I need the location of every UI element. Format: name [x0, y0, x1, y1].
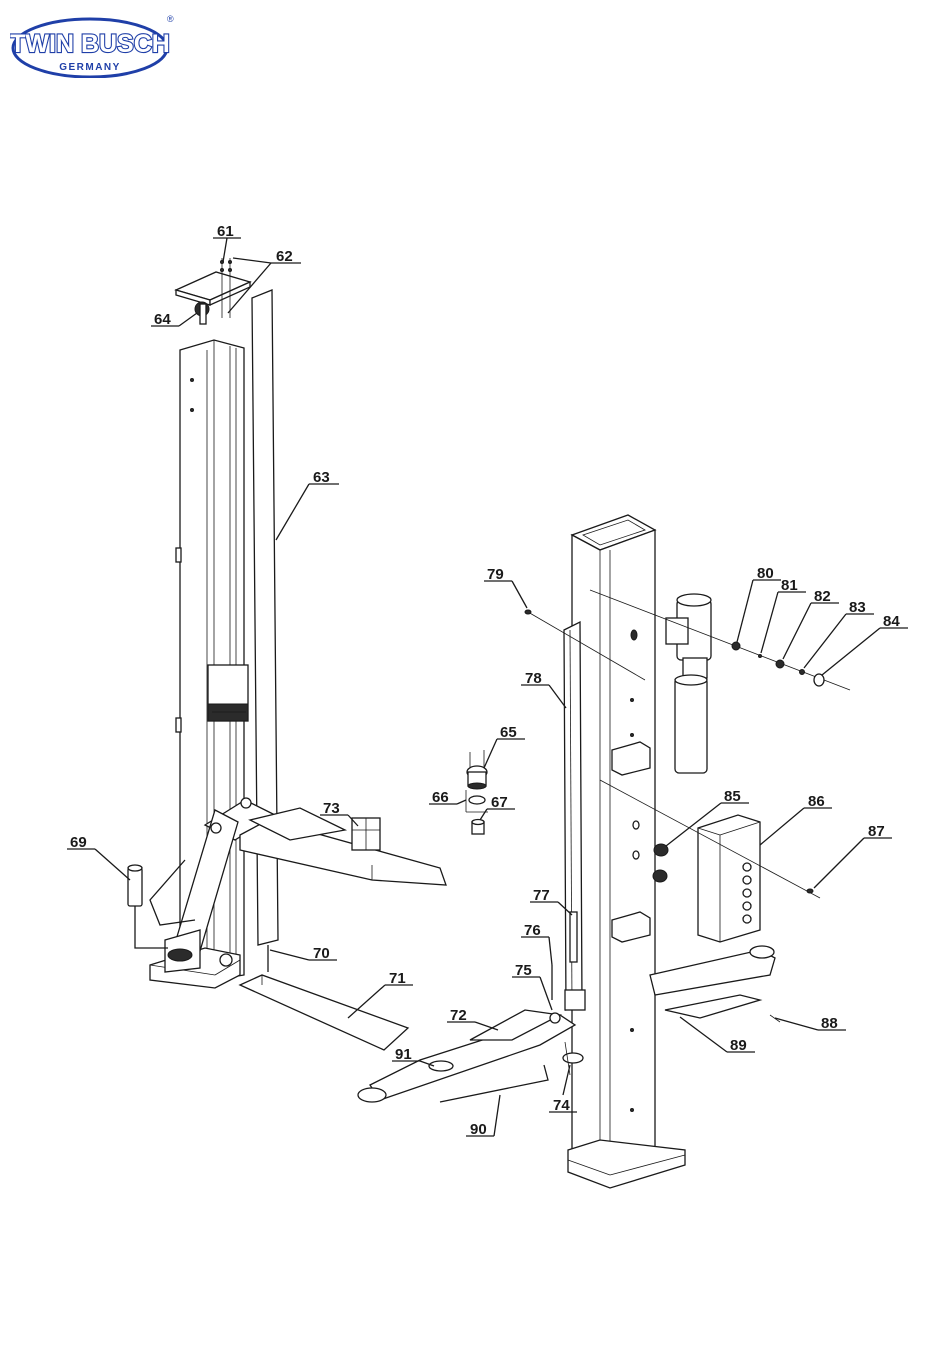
center-pulley-assembly — [466, 750, 488, 834]
callout-72: 72 — [450, 1007, 467, 1024]
callout-64: 64 — [154, 311, 171, 328]
callout-79: 79 — [487, 566, 504, 583]
right-post-assembly — [358, 515, 850, 1188]
right-base-plate — [568, 1140, 685, 1188]
callout-74: 74 — [553, 1097, 570, 1114]
callout-90: 90 — [470, 1121, 487, 1138]
right-column — [572, 530, 655, 1175]
callout-66: 66 — [432, 789, 449, 806]
callout-75: 75 — [515, 962, 532, 979]
callout-67: 67 — [491, 794, 508, 811]
callout-87: 87 — [868, 823, 885, 840]
callout-86: 86 — [808, 793, 825, 810]
callout-88: 88 — [821, 1015, 838, 1032]
callout-77: 77 — [533, 887, 550, 904]
callout-89: 89 — [730, 1037, 747, 1054]
control-box — [698, 815, 760, 942]
callout-65: 65 — [500, 724, 517, 741]
callout-85: 85 — [724, 788, 741, 805]
bushing — [128, 868, 142, 906]
callout-61: 61 — [217, 223, 234, 240]
callout-80: 80 — [757, 565, 774, 582]
left-post-assembly — [128, 258, 446, 1050]
callout-91: 91 — [395, 1046, 412, 1063]
callout-73: 73 — [323, 800, 340, 817]
callout-83: 83 — [849, 599, 866, 616]
callout-78: 78 — [525, 670, 542, 687]
callout-81: 81 — [781, 577, 798, 594]
callout-82: 82 — [814, 588, 831, 605]
callout-63: 63 — [313, 469, 330, 486]
callout-62: 62 — [276, 248, 293, 265]
callout-76: 76 — [524, 922, 541, 939]
callout-70: 70 — [313, 945, 330, 962]
callout-71: 71 — [389, 970, 406, 987]
callout-84: 84 — [883, 613, 900, 630]
callout-69: 69 — [70, 834, 87, 851]
hydraulic-power-unit — [666, 594, 711, 773]
